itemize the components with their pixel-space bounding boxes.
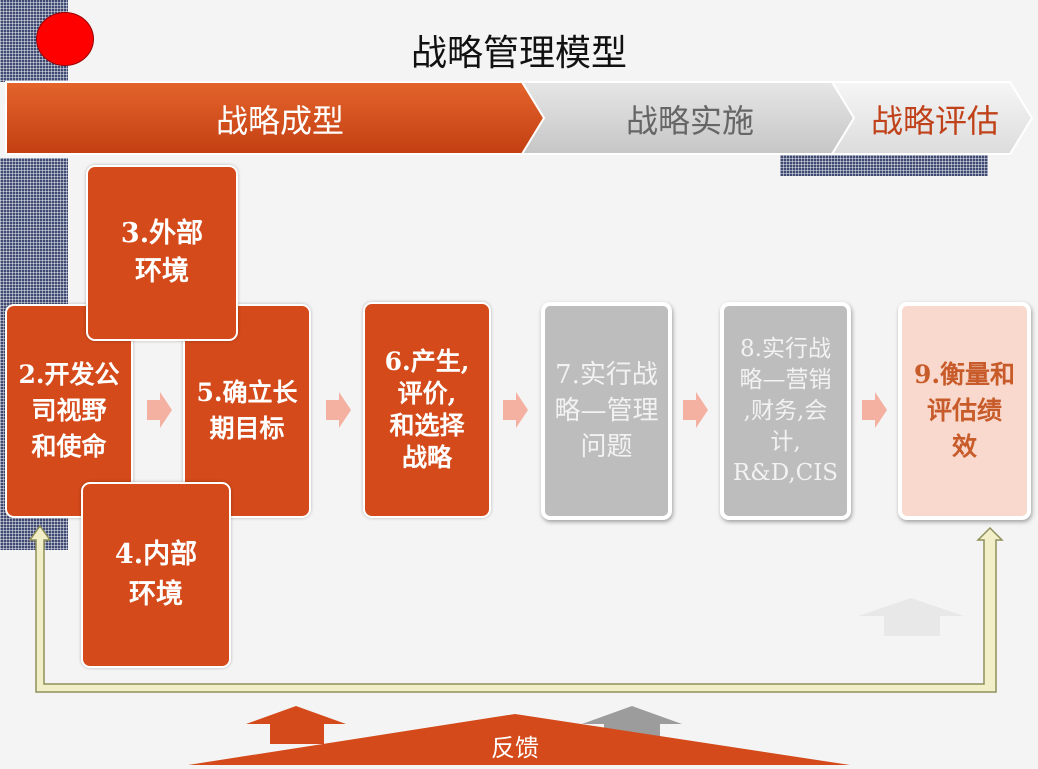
- feedback-loop-line: [28, 524, 1004, 693]
- step-8-functional-issues: 8.实行战 略—营销 ,财务,会 计, R&D,CIS: [720, 302, 851, 520]
- feedback-label: 反馈: [491, 734, 539, 762]
- step-4-internal-environment: 4.内部 环境: [81, 482, 231, 668]
- step-9-measure-evaluate: 9.衡量和 评估绩 效: [898, 302, 1031, 520]
- flow-arrow-7-8: [683, 392, 708, 428]
- phase-label-formulate: 战略成型: [215, 102, 344, 140]
- flow-arrow-6-7: [503, 392, 528, 428]
- up-arrow-orange: [246, 706, 346, 744]
- phase-label-implement: 战略实施: [625, 102, 754, 140]
- step-6-strategy-selection: 6.产生, 评价, 和选择 战略: [363, 302, 491, 518]
- flow-arrow-2-5: [147, 392, 172, 428]
- red-circle-icon: [36, 12, 94, 66]
- phase-chevron-formulate: [5, 81, 546, 155]
- flow-arrow-5-6: [326, 392, 351, 428]
- flow-arrow-8-9: [862, 392, 887, 428]
- up-arrow-light: [858, 598, 964, 636]
- feedback-triangle: [188, 714, 850, 765]
- step-7-management-issues: 7.实行战 略—管理 问题: [541, 302, 672, 520]
- page-title: 战略管理模型: [410, 33, 627, 74]
- phase-label-evaluate: 战略评估: [870, 102, 999, 140]
- step-3-external-environment: 3.外部 环境: [86, 165, 238, 341]
